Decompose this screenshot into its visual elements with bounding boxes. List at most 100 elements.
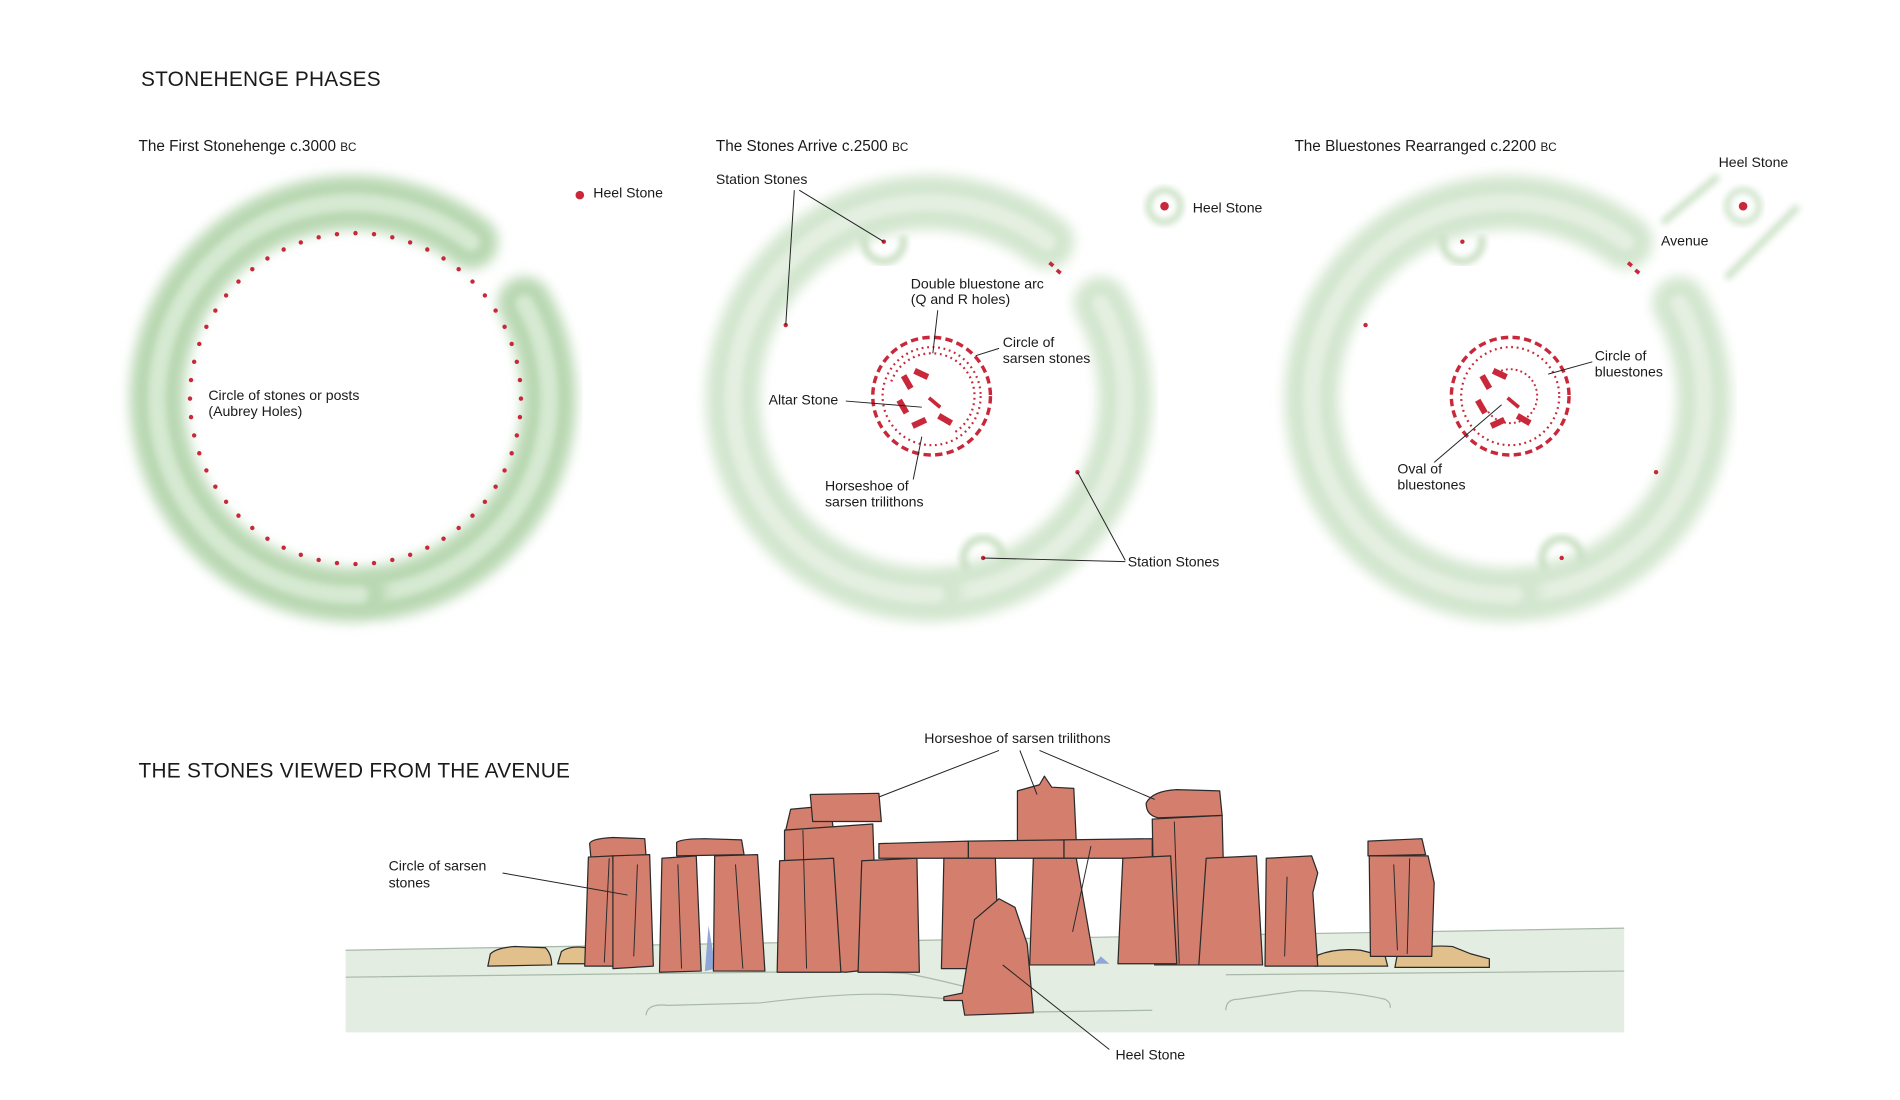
oval-label-line2: bluestones [1397, 476, 1465, 492]
phase-2-heel-stone [1145, 187, 1184, 226]
phase-3-heel-stone-label: Heel Stone [1719, 154, 1789, 170]
aubrey-label-line2: (Aubrey Holes) [208, 403, 302, 419]
phase-3-title: The Bluestones Rearranged c.2200 BC [1294, 138, 1556, 155]
phase-3-stone-circles [1449, 335, 1571, 457]
aubrey-hole [298, 552, 304, 558]
station-mound [1439, 234, 1486, 265]
phase-3-leader-lines [1433, 361, 1593, 463]
sarsen-circle-label-line2: sarsen stones [1003, 350, 1091, 366]
trilithon-mark [900, 374, 914, 390]
aubrey-hole [191, 359, 197, 364]
aubrey-hole [188, 377, 194, 383]
page-title: STONEHENGE PHASES [141, 68, 381, 91]
avenue-label: Avenue [1661, 232, 1709, 248]
avenue [1660, 174, 1800, 280]
aubrey-label-line1: Circle of stones or posts [208, 387, 359, 403]
phase-3-station-stones [1363, 239, 1659, 561]
phase-1-bank-ditch [129, 175, 577, 622]
aubrey-hole [334, 560, 340, 566]
view-circle-label-line2: stones [389, 875, 430, 891]
horseshoe-label-line2: sarsen trilithons [825, 493, 924, 509]
aubrey-hole [390, 235, 395, 240]
aubrey-hole [390, 557, 395, 563]
aubrey-hole [371, 560, 377, 566]
aubrey-hole [517, 377, 523, 383]
view-title: THE STONES VIEWED FROM THE AVENUE [139, 759, 571, 782]
aubrey-hole [316, 557, 321, 563]
phase-3-station-mounds [1439, 234, 1585, 572]
blue-circle-label-line1: Circle of [1595, 348, 1647, 364]
bank-ridge [148, 193, 480, 604]
trilithon-mark [1489, 416, 1506, 429]
aubrey-hole [493, 484, 498, 489]
view-horseshoe-label: Horseshoe of sarsen trilithons [924, 730, 1110, 746]
aubrey-hole [213, 308, 218, 313]
aubrey-hole [191, 433, 197, 438]
trilithon-mark [1475, 398, 1488, 415]
sarsen-circle [1449, 335, 1571, 457]
trilithon-mark [1491, 368, 1508, 380]
sarsen-stones [584, 775, 1435, 1016]
phase-3-bank-ditch [1284, 175, 1731, 622]
aubrey-hole [236, 279, 241, 284]
view-circle-label-line1: Circle of sarsen [389, 858, 487, 874]
aubrey-hole [407, 240, 413, 245]
altar-stone-mark [927, 396, 942, 409]
phase-3-heel-stone [1724, 187, 1763, 226]
aubrey-hole [265, 256, 270, 261]
trilithon-mark [937, 413, 953, 426]
aubrey-hole [187, 396, 193, 401]
station-mound [959, 534, 1007, 572]
blue-circle-label-line2: bluestones [1595, 364, 1663, 380]
aubrey-hole [425, 545, 430, 550]
view-heel-stone-label: Heel Stone [1115, 1046, 1185, 1062]
double-arc-label-line1: Double bluestone arc [911, 275, 1044, 291]
bank-ridge [951, 294, 1134, 601]
aubrey-hole [204, 324, 209, 330]
station-mound [1538, 534, 1585, 572]
aubrey-hole [298, 240, 304, 245]
horseshoe-label-line1: Horseshoe of [825, 478, 909, 494]
aubrey-hole [236, 513, 241, 518]
aubrey-hole [197, 451, 202, 456]
aubrey-hole [470, 513, 475, 518]
aubrey-hole [265, 536, 270, 541]
aubrey-hole [518, 396, 524, 401]
double-arc-label-line2: (Q and R holes) [911, 291, 1010, 307]
aubrey-hole [514, 359, 520, 364]
bluestone-arc-inner [890, 352, 976, 435]
aubrey-hole [470, 279, 475, 284]
aubrey-hole [316, 235, 321, 240]
view-leader-lines [502, 749, 1155, 1050]
aubrey-hole [509, 341, 514, 347]
bluestone-ring [1460, 346, 1561, 447]
aubrey-hole [502, 324, 507, 330]
bank-ridge [1303, 193, 1635, 604]
aubrey-holes [187, 230, 524, 567]
aubrey-hole [188, 414, 194, 420]
phase-2-stone-circles [871, 335, 993, 457]
bluestone-ring [881, 346, 982, 447]
phase-2-leader-lines [785, 189, 1126, 563]
trilithon-mark [1515, 413, 1532, 426]
aubrey-hole [482, 293, 488, 298]
aubrey-hole [425, 247, 430, 252]
heel-stone-marker [575, 190, 585, 200]
trilithon-mark [1479, 374, 1493, 390]
phase-2-heel-stone-label: Heel Stone [1193, 199, 1263, 215]
sarsen-circle-label-line1: Circle of [1003, 334, 1055, 350]
phase-2-station-mounds [860, 234, 1007, 572]
aubrey-hole [371, 231, 377, 237]
aubrey-hole [353, 561, 358, 567]
aubrey-hole [502, 468, 507, 473]
aubrey-hole [250, 267, 255, 272]
aubrey-hole [441, 536, 446, 541]
aubrey-hole [353, 230, 358, 236]
bank-ridge [375, 294, 558, 601]
aubrey-hole [197, 341, 202, 347]
aubrey-hole [223, 293, 229, 298]
trilithon-mark [913, 368, 930, 380]
phase-1-title: The First Stonehenge c.3000 BC [139, 138, 357, 155]
phase-1-heel-stone-label: Heel Stone [593, 185, 663, 201]
